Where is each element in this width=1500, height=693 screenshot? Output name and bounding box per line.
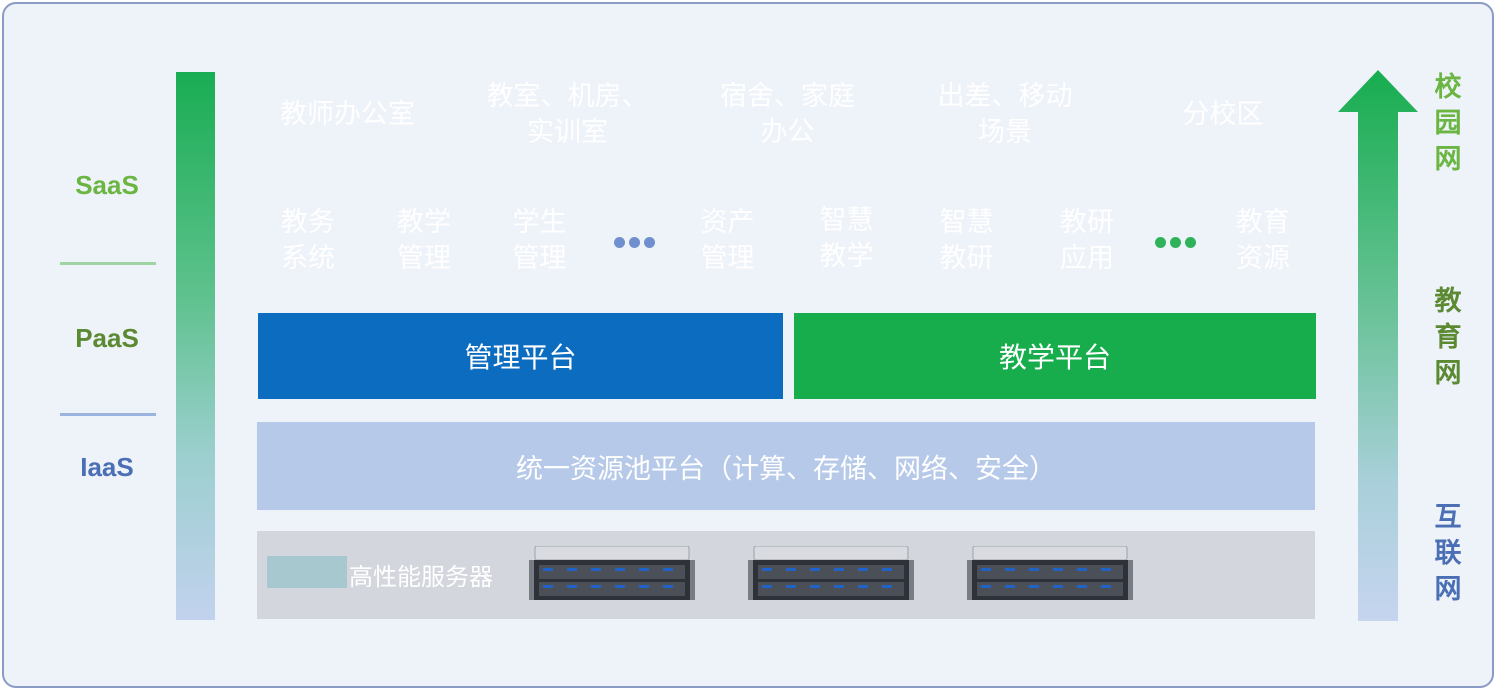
scene-box: 分校区 bbox=[1133, 70, 1313, 159]
network-label-text: 教育网 bbox=[1434, 286, 1462, 389]
ellipsis-dot bbox=[1185, 237, 1196, 248]
app-box: 资产 管理 bbox=[676, 197, 779, 284]
scene-box: 教师办公室 bbox=[257, 70, 438, 159]
server-icon bbox=[748, 546, 914, 600]
app-text: 智慧 教研 bbox=[939, 206, 994, 274]
up-arrow-icon bbox=[1338, 70, 1418, 621]
resource-pool-platform: 统一资源池平台（计算、存储、网络、安全） bbox=[257, 422, 1315, 510]
platform-label: 教学平台 bbox=[998, 341, 1111, 374]
ellipsis-dot bbox=[644, 237, 655, 248]
app-text: 智慧 教学 bbox=[819, 204, 874, 272]
network-label-text: 互联网 bbox=[1434, 502, 1462, 605]
layer-label-iaas: IaaS bbox=[80, 452, 134, 482]
scene-text: 教师办公室 bbox=[280, 98, 415, 130]
layer-divider-paas-iaas bbox=[60, 413, 156, 416]
app-text: 教研 应用 bbox=[1060, 206, 1114, 274]
ellipsis-dot bbox=[1155, 237, 1166, 248]
app-text: 教育 资源 bbox=[1236, 206, 1290, 274]
ellipsis-dot bbox=[629, 237, 640, 248]
app-text: 资产 管理 bbox=[700, 206, 755, 274]
layer-divider-saas-paas bbox=[60, 262, 156, 265]
app-box: 教研 应用 bbox=[1032, 197, 1142, 284]
app-text: 教学 管理 bbox=[397, 206, 451, 274]
network-label-education: 教育网 bbox=[1428, 284, 1468, 392]
scene-box: 教室、机房、 实训室 bbox=[470, 70, 665, 159]
teaching-platform: 教学平台 bbox=[794, 313, 1316, 399]
app-text: 学生 管理 bbox=[512, 206, 567, 274]
app-box: 智慧 教研 bbox=[915, 197, 1018, 284]
app-box: 教务 系统 bbox=[257, 197, 359, 284]
more-apps-ellipsis bbox=[614, 237, 655, 248]
more-apps-ellipsis bbox=[1155, 237, 1196, 248]
network-label-text: 校园网 bbox=[1434, 72, 1462, 175]
platform-label: 管理平台 bbox=[464, 341, 577, 374]
server-icon bbox=[967, 546, 1133, 600]
app-text: 教务 系统 bbox=[281, 206, 335, 274]
scene-text: 教室、机房、 实训室 bbox=[486, 80, 649, 148]
scene-text: 宿舍、家庭 办公 bbox=[720, 80, 855, 148]
management-platform: 管理平台 bbox=[258, 313, 783, 399]
layer-label-saas: SaaS bbox=[75, 170, 139, 200]
app-box: 教学 管理 bbox=[373, 197, 475, 284]
scene-box: 宿舍、家庭 办公 bbox=[697, 70, 878, 159]
server-icon bbox=[529, 546, 695, 600]
hardware-label: 高性能服务器 bbox=[349, 563, 493, 591]
app-box: 智慧 教学 bbox=[795, 195, 898, 282]
resource-pool-label: 统一资源池平台（计算、存储、网络、安全） bbox=[516, 453, 1056, 485]
scene-box: 出差、移动 场景 bbox=[910, 70, 1100, 159]
scene-text: 出差、移动 场景 bbox=[937, 80, 1073, 148]
ellipsis-dot bbox=[1170, 237, 1181, 248]
layer-label-paas: PaaS bbox=[75, 323, 139, 353]
scene-text: 分校区 bbox=[1182, 98, 1264, 130]
network-label-internet: 互联网 bbox=[1428, 500, 1468, 608]
ellipsis-dot bbox=[614, 237, 625, 248]
network-label-campus: 校园网 bbox=[1428, 70, 1468, 178]
hardware-layer: 高性能服务器 bbox=[257, 531, 1315, 619]
layer-gradient-bar bbox=[176, 72, 215, 620]
app-box: 学生 管理 bbox=[488, 197, 591, 284]
hardware-label-block bbox=[267, 556, 347, 588]
app-box: 教育 资源 bbox=[1212, 197, 1314, 284]
